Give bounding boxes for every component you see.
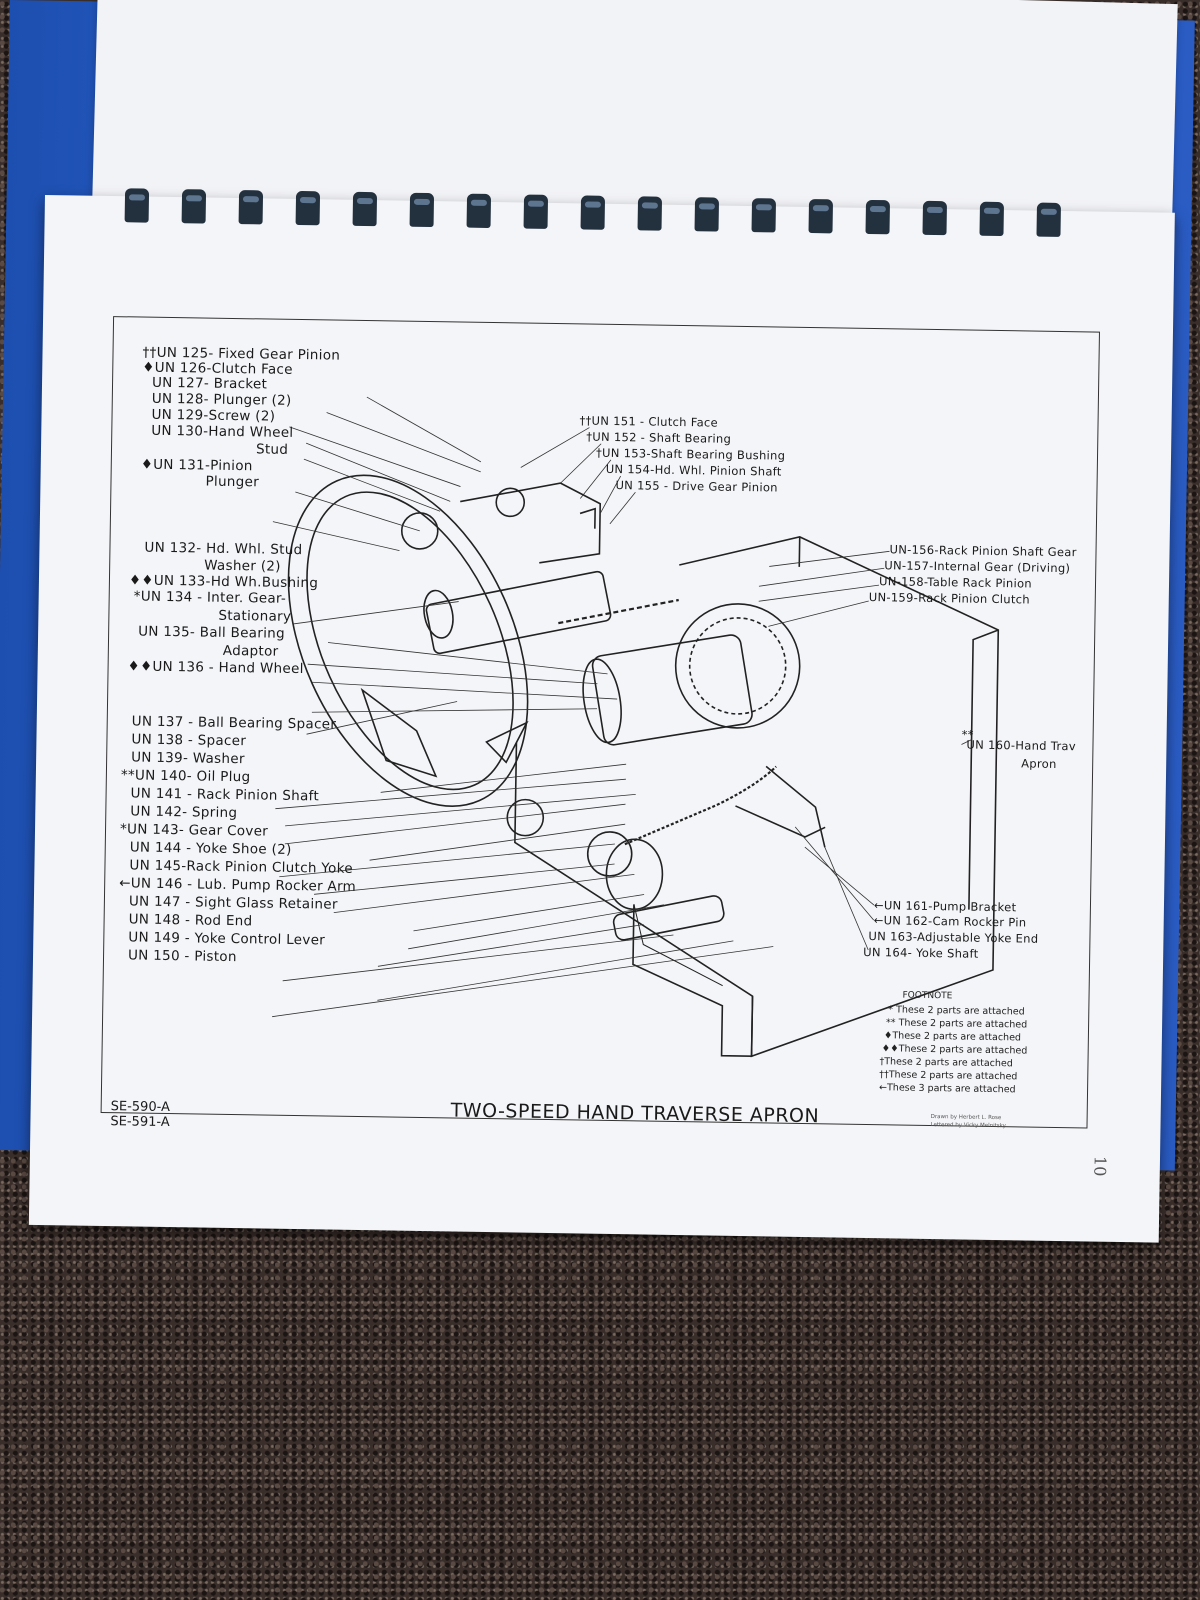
part-label: UN-158-Table Rack Pinion — [878, 574, 1033, 591]
part-label: Plunger — [205, 473, 260, 491]
part-label: UN 139- Washer — [131, 749, 245, 768]
footnote-line: ♦These 2 parts are attached — [883, 1030, 1022, 1044]
part-label: UN 160-Hand Trav — [966, 737, 1077, 754]
part-label: *UN 134 - Inter. Gear- — [133, 588, 287, 607]
apron-illustration — [272, 396, 1000, 1058]
part-label: UN 141 - Rack Pinion Shaft — [130, 785, 320, 805]
footnote-line: ** These 2 parts are attached — [886, 1017, 1028, 1031]
part-label: UN 137 - Ball Bearing Spacer — [131, 713, 337, 733]
part-label: *UN 143- Gear Cover — [119, 821, 269, 840]
part-label: ←UN 162-Cam Rocker Pin — [873, 913, 1027, 930]
part-label: UN 130-Hand Wheel — [151, 422, 294, 441]
internal-gear — [674, 603, 801, 729]
part-label: Adaptor — [222, 642, 279, 660]
part-label: UN 147 - Sight Glass Retainer — [128, 893, 338, 913]
part-label: UN 144 - Yoke Shoe (2) — [129, 839, 292, 858]
part-label: UN 135- Ball Bearing — [138, 623, 286, 642]
footnote-line: †These 2 parts are attached — [879, 1056, 1013, 1070]
part-label: Stationary — [218, 607, 292, 625]
footnote-line: ♦♦These 2 parts are attached — [881, 1043, 1028, 1057]
footnote-line: ←These 3 parts are attached — [878, 1082, 1016, 1096]
part-label: Washer (2) — [204, 557, 281, 575]
part-label: ♦♦UN 136 - Hand Wheel — [127, 658, 304, 678]
part-label: UN 149 - Yoke Control Lever — [128, 929, 326, 949]
oil-plug — [586, 831, 633, 877]
hand-wheel-rim — [287, 474, 529, 807]
part-label: UN 164- Yoke Shaft — [863, 944, 979, 961]
part-label: UN-157-Internal Gear (Driving) — [884, 558, 1071, 576]
part-label: UN 154-Hd. Whl. Pinion Shaft — [605, 461, 782, 479]
footnote-heading: FOOTNOTE — [902, 990, 953, 1002]
part-label: **UN 140- Oil Plug — [120, 767, 251, 786]
part-label: UN 138 - Spacer — [131, 731, 247, 750]
piston — [612, 895, 725, 941]
part-label: UN 142- Spring — [130, 803, 238, 822]
part-label: UN-156-Rack Pinion Shaft Gear — [889, 542, 1077, 560]
pinion-shaft — [425, 570, 612, 655]
part-label: ††UN 151 - Clutch Face — [579, 413, 719, 430]
part-label: UN 163-Adjustable Yoke End — [868, 929, 1039, 946]
footnote-line: ††These 2 parts are attached — [879, 1069, 1018, 1083]
part-label: UN-159-Rack Pinion Clutch — [868, 589, 1031, 607]
page-number: 10 — [1090, 1155, 1110, 1177]
part-label: UN 127- Bracket — [151, 374, 268, 393]
part-label: UN 150 - Piston — [127, 947, 237, 966]
drawing-number-2: SE-591-A — [110, 1114, 170, 1131]
credit-drawn-by: Drawn by Herbert L. Rose — [930, 1114, 1002, 1122]
part-label: ←UN 161-Pump Bracket — [873, 898, 1017, 915]
part-label: †UN 153-Shaft Bearing Bushing — [595, 445, 786, 463]
part-label: ♦UN 131-Pinion — [140, 456, 253, 475]
part-label: UN 148 - Rod End — [128, 911, 253, 930]
part-label: Stud — [255, 441, 289, 458]
housing-outline — [679, 536, 1000, 1058]
part-label: †UN 152 - Shaft Bearing — [586, 429, 732, 446]
rack-pinion-shaft — [591, 634, 753, 746]
part-label: Apron — [1021, 756, 1057, 771]
credit-lettered-by: Lettered by Vicky Melnitsky — [930, 1122, 1006, 1130]
drawing-number-1: SE-590-A — [110, 1099, 171, 1116]
footnote-line: * These 2 parts are attached — [888, 1004, 1025, 1018]
manual-page: ††UN 125- Fixed Gear Pinion♦UN 126-Clutc… — [28, 188, 1175, 1243]
part-label: UN 132- Hd. Whl. Stud — [144, 539, 303, 559]
part-label: UN 155 - Drive Gear Pinion — [615, 477, 778, 495]
part-label: UN 129-Screw (2) — [151, 406, 276, 425]
